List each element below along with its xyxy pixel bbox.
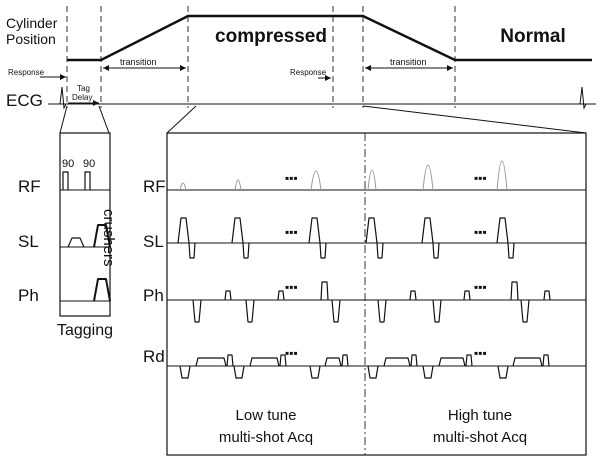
rd-gradient (383, 357, 411, 367)
rd-gradient (179, 365, 191, 379)
low-tune-label-line1: Low tune (236, 407, 297, 424)
low-tune-label-line2: multi-shot Acq (219, 429, 313, 446)
zoom-lines (59, 105, 587, 134)
ph-gradient (543, 290, 551, 301)
transition-annotations: Response transition Response transition … (8, 57, 453, 106)
ellipsis-rf-right: ▪▪▪ (474, 171, 487, 185)
rd-gradient (542, 354, 550, 367)
sl-label-left: SL (18, 232, 39, 251)
ellipsis-sl-left: ▪▪▪ (285, 225, 298, 239)
ecg-r-wave-left (59, 86, 67, 110)
response-label-right: Response (290, 68, 327, 77)
sl-label-panel: SL (143, 232, 164, 251)
ph-gradient (510, 281, 519, 301)
rd-gradient (233, 365, 245, 379)
tag-sl-crusher (93, 224, 111, 248)
sl-gradient (365, 217, 384, 259)
ellipsis-rf-left: ▪▪▪ (285, 171, 298, 185)
sl-gradient (177, 217, 196, 259)
ellipsis-ph-right: ▪▪▪ (474, 280, 487, 294)
ph-gradient (192, 299, 202, 323)
ecg-r-wave-right (579, 86, 587, 110)
acquisition-panel: ▪▪▪ ▪▪▪ ▪▪▪ ▪▪▪ ▪▪▪ ▪▪▪ ▪▪▪ ▪▪▪ Low tune… (166, 132, 587, 456)
ph-gradient (409, 290, 417, 301)
ecg-label: ECG (6, 91, 43, 110)
crushers-label: crushers (100, 209, 117, 267)
timing-markers (66, 6, 456, 108)
acq-panel-box (166, 132, 587, 456)
tagging-box (59, 132, 111, 317)
ph-gradient (277, 290, 285, 301)
ph-gradient (245, 299, 255, 323)
tag-delay-label-line1: Tag (77, 84, 90, 93)
rf-pulse (310, 170, 322, 191)
rd-gradient (410, 354, 418, 367)
rd-gradient (367, 365, 379, 379)
cylinder-label-line2: Position (6, 31, 56, 47)
cylinder-position: Cylinder Position compressed Normal (6, 14, 592, 62)
sl-gradient (496, 217, 515, 259)
ph-gradient (224, 290, 232, 301)
rf-pulse (234, 179, 242, 191)
transition-label-left: transition (120, 57, 157, 67)
tag-ph-crusher (93, 278, 111, 302)
sl-gradient (231, 217, 250, 259)
rd-gradient (279, 354, 287, 367)
ph-gradient (432, 299, 442, 323)
normal-label: Normal (500, 26, 565, 47)
sl-gradient (421, 217, 440, 259)
tag-delay-label-line2: Delay (72, 93, 92, 102)
rf-pulse (179, 182, 187, 191)
rd-label-panel: Rd (143, 347, 165, 366)
rd-gradient (438, 357, 466, 367)
ellipsis-rd-left: ▪▪▪ (285, 346, 298, 360)
acq-row-labels: RF SL Ph RF SL Ph Rd (18, 177, 166, 366)
tag-pulse-label-2: 90 (83, 158, 95, 170)
tag-rf-pulse-1 (62, 171, 69, 190)
rd-gradient (324, 357, 342, 367)
tag-pulse-label-1: 90 (62, 158, 74, 170)
rd-gradient (497, 365, 509, 379)
tagging-inset: 90 90 crushers Tagging (57, 132, 117, 339)
sl-gradient (308, 217, 327, 259)
transition-label-right: transition (390, 57, 427, 67)
rf-label-left: RF (18, 177, 41, 196)
rd-gradient (341, 354, 349, 367)
rd-gradient (195, 357, 227, 367)
rd-gradient (226, 354, 234, 367)
ph-label-panel: Ph (143, 286, 164, 305)
ph-gradient (320, 281, 329, 301)
cylinder-label-line1: Cylinder (6, 15, 58, 31)
rd-gradient (249, 357, 280, 367)
tagging-label: Tagging (57, 322, 113, 339)
tag-sl-gradient (67, 237, 85, 248)
high-tune-label-line1: High tune (448, 407, 512, 424)
ph-gradient (463, 290, 471, 301)
ecg-row: ECG (6, 86, 596, 110)
ph-gradient (520, 299, 530, 323)
ph-gradient (377, 299, 387, 323)
rf-pulse (367, 169, 377, 191)
ellipsis-rd-right: ▪▪▪ (474, 346, 487, 360)
high-tune-label-line2: multi-shot Acq (433, 429, 527, 446)
response-label-left: Response (8, 68, 45, 77)
rd-gradient (422, 365, 434, 379)
ellipsis-ph-left: ▪▪▪ (285, 280, 298, 294)
rf-pulse (422, 164, 434, 191)
tag-rf-pulse-2 (84, 171, 91, 190)
cylinder-position-trace (67, 14, 592, 62)
rf-pulse (496, 160, 508, 191)
rd-gradient (309, 365, 321, 379)
rf-label-panel: RF (143, 177, 166, 196)
rd-gradient (465, 354, 473, 367)
ph-gradient (331, 299, 341, 323)
rd-gradient (512, 357, 543, 367)
ph-label-left: Ph (18, 286, 39, 305)
ellipsis-sl-right: ▪▪▪ (474, 225, 487, 239)
compressed-label: compressed (215, 26, 327, 47)
